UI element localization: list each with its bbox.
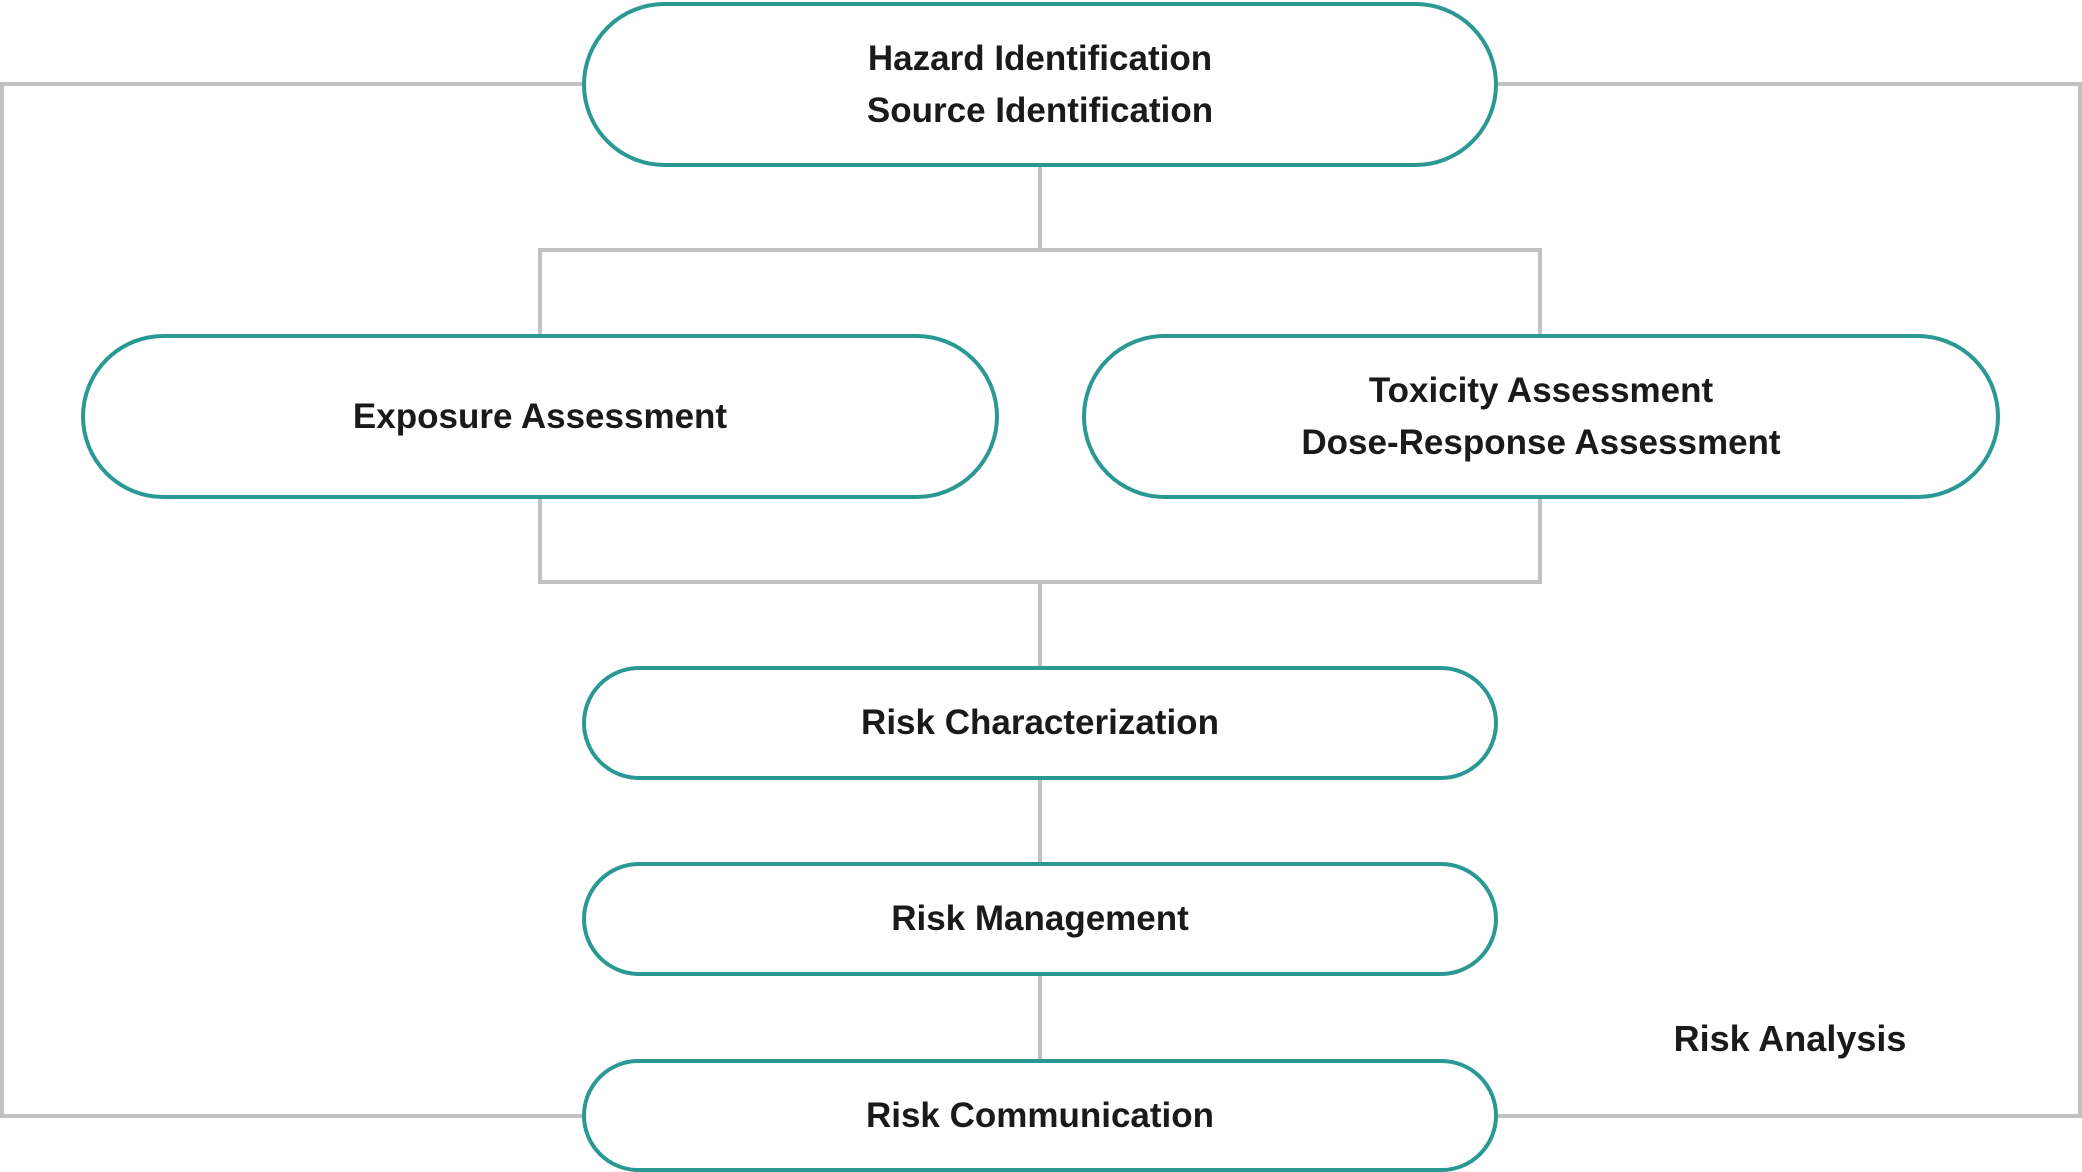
- connector-top-branch: [538, 248, 1542, 334]
- connector-bottom-merge: [538, 499, 1542, 584]
- risk-analysis-label: Risk Analysis: [1673, 1018, 1907, 1059]
- risk-analysis-frame-left: [0, 82, 582, 1118]
- toxicity-assessment-node: Toxicity Assessment Dose-Response Assess…: [1082, 334, 2000, 499]
- node-text-line: Hazard Identification: [867, 38, 1213, 78]
- node-text-line: Dose-Response Assessment: [1301, 422, 1781, 462]
- node-text-line: Risk Characterization: [861, 703, 1219, 742]
- risk-management-node: Risk Management: [582, 862, 1498, 976]
- node-text-line: Exposure Assessment: [352, 396, 728, 436]
- node-text-line: Toxicity Assessment: [1368, 370, 1714, 410]
- node-text-line: Risk Communication: [865, 1095, 1215, 1135]
- exposure-assessment-node: Exposure Assessment: [81, 334, 999, 499]
- risk-communication-node: Risk Communication: [582, 1059, 1498, 1172]
- node-text-line: Risk Management: [891, 899, 1189, 938]
- node-text-line: Source Identification: [866, 90, 1214, 130]
- risk-characterization-node: Risk Characterization: [582, 666, 1498, 780]
- hazard-identification-node: Hazard Identification Source Identificat…: [582, 2, 1498, 167]
- risk-analysis-frame-right: [1498, 82, 2082, 1118]
